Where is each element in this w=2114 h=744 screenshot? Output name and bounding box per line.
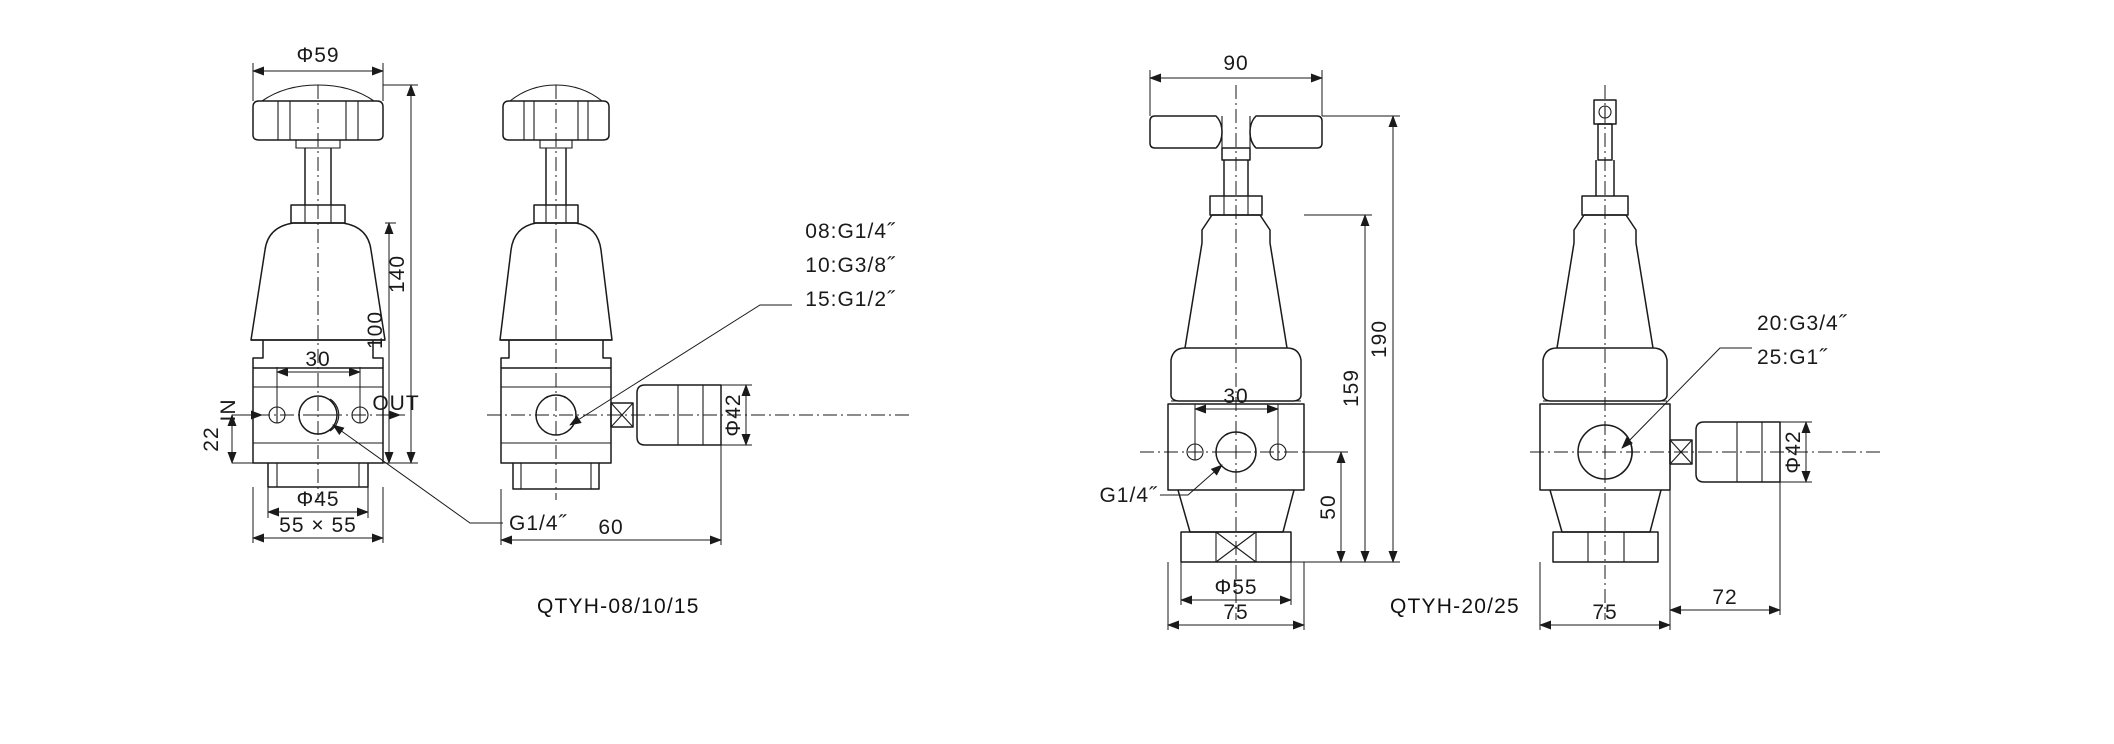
label-thread-15: 15:G1/2˝ <box>805 288 896 311</box>
model1-side-view: Φ42 60 08:G1/4˝ 10:G3/8˝ 15:G1/2˝ <box>487 84 910 545</box>
dim-50: 50 <box>1317 494 1340 519</box>
label-in: IN <box>217 399 240 422</box>
label-thread-10: 10:G3/8˝ <box>805 254 896 277</box>
dim-55x55: 55 × 55 <box>279 514 357 537</box>
dim-phi59: Φ59 <box>296 44 339 67</box>
dim-75-m2front: 75 <box>1223 601 1248 624</box>
label-thread-08: 08:G1/4˝ <box>805 220 896 243</box>
dim-30-m2: 30 <box>1223 385 1248 408</box>
model1-caption: QTYH-08/10/15 <box>537 595 700 618</box>
dim-190: 190 <box>1368 320 1391 358</box>
label-g14-m1: G1/4˝ <box>509 512 568 535</box>
label-g14-m2: G1/4˝ <box>1099 484 1158 507</box>
dim-phi42-m2: Φ42 <box>1782 430 1805 473</box>
dim-60: 60 <box>598 516 623 539</box>
label-thread-20: 20:G3/4˝ <box>1757 312 1848 335</box>
label-thread-25: 25:G1˝ <box>1757 346 1828 369</box>
dim-100: 100 <box>364 311 387 349</box>
dim-72: 72 <box>1712 586 1737 609</box>
model2-front-view: 90 190 159 30 50 Φ55 75 G1/4˝ <box>1099 52 1400 630</box>
dim-90: 90 <box>1223 52 1248 75</box>
model2-caption: QTYH-20/25 <box>1390 595 1520 618</box>
dim-22: 22 <box>200 426 223 451</box>
dim-phi42-m1: Φ42 <box>722 393 745 436</box>
model1-front-view: Φ59 140 100 30 22 IN OUT Φ45 <box>200 44 568 543</box>
dim-30-m1: 30 <box>305 348 330 371</box>
model2-side-view: Φ42 72 75 20:G3/4˝ 25:G1˝ <box>1530 85 1880 630</box>
dim-159: 159 <box>1340 369 1363 407</box>
dim-phi45: Φ45 <box>296 488 339 511</box>
label-out: OUT <box>372 392 419 415</box>
dim-75-m2side: 75 <box>1592 601 1617 624</box>
dim-phi55: Φ55 <box>1214 576 1257 599</box>
